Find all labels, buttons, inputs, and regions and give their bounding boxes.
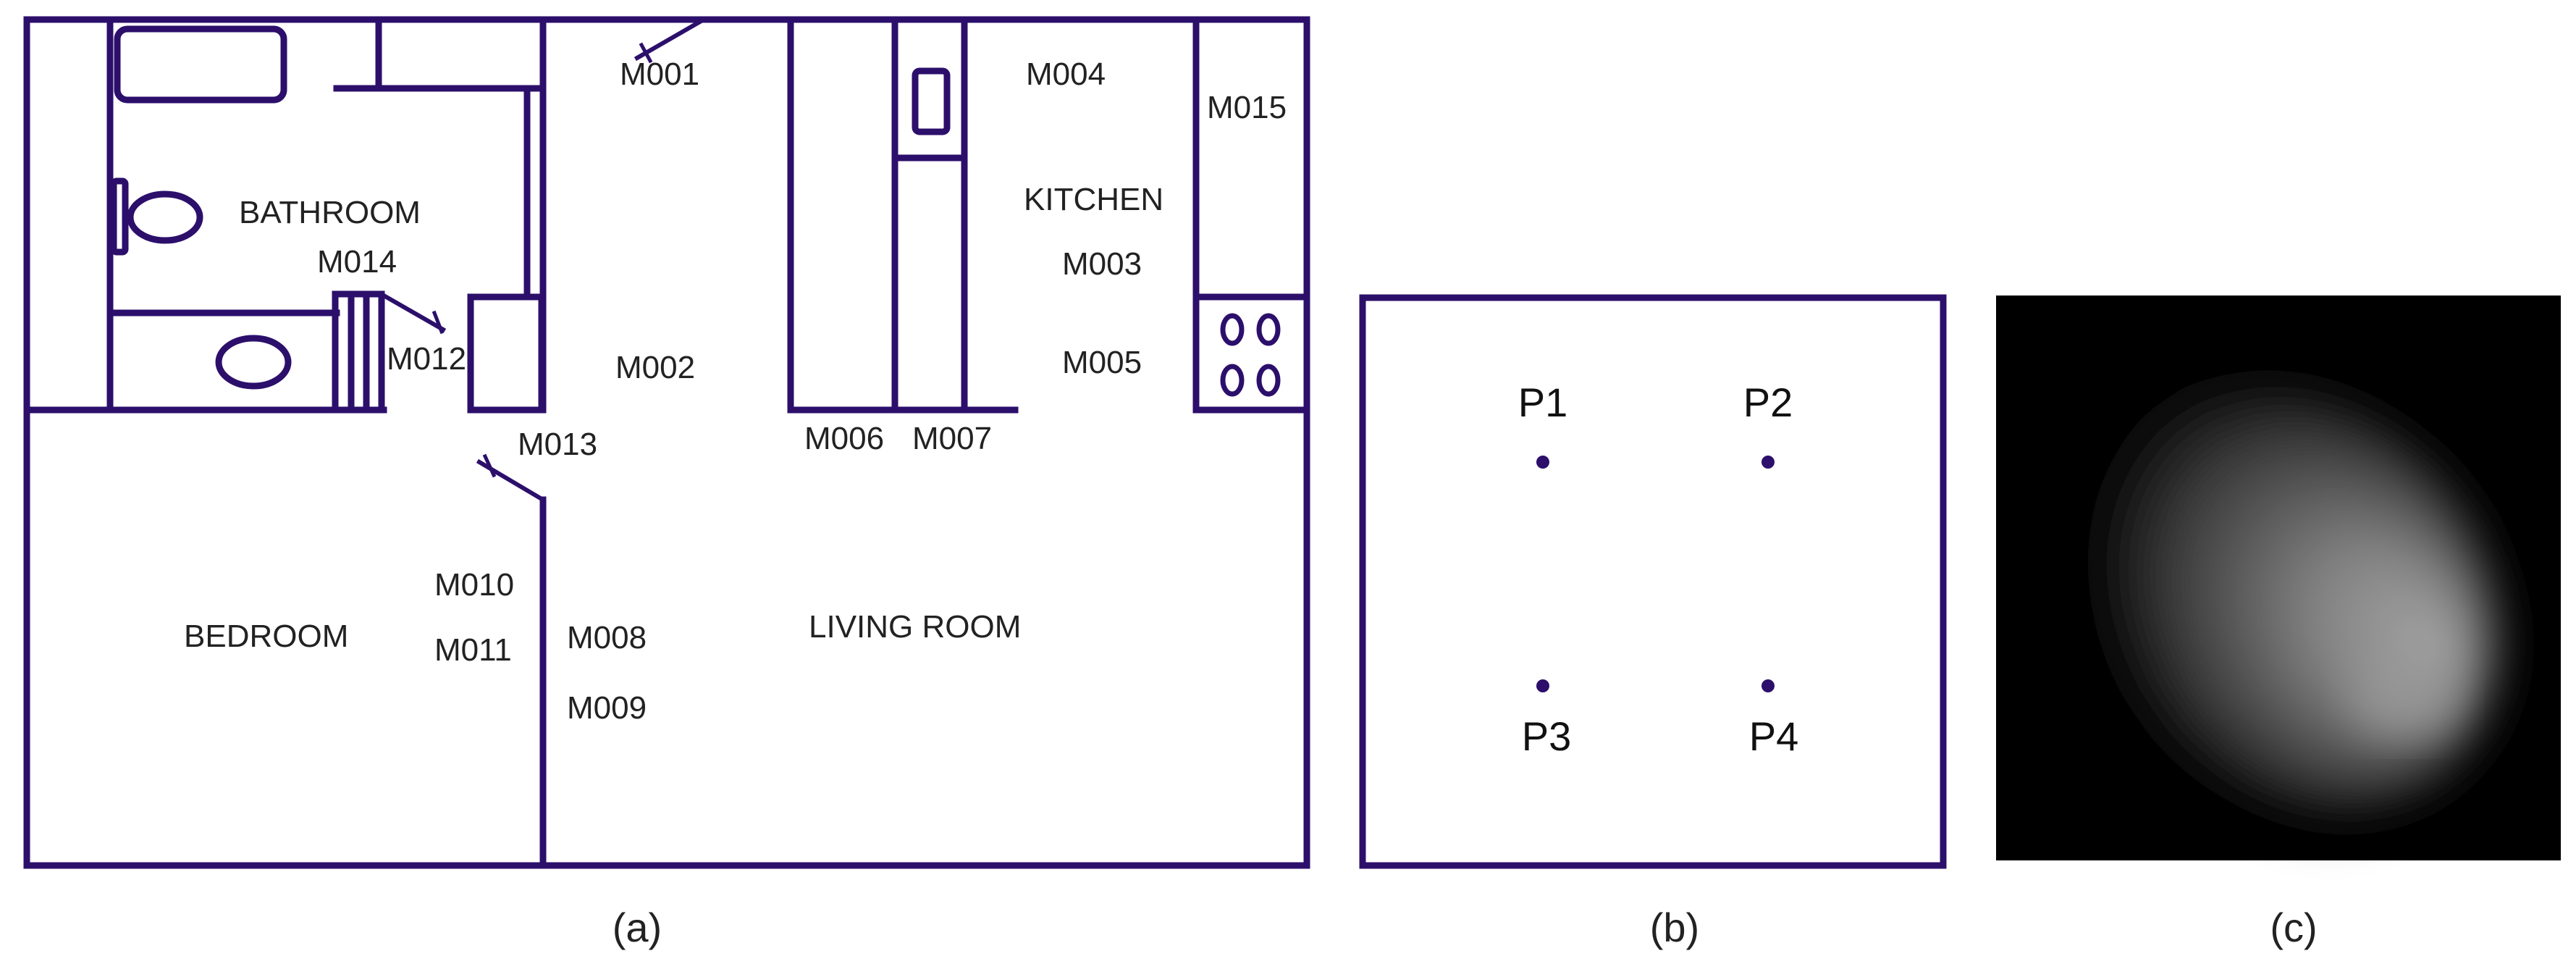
point-p4-dot — [1761, 679, 1775, 692]
sensor-label-m011: M011 — [434, 632, 512, 668]
entrance-door-tick — [639, 42, 653, 64]
sensor-label-m008: M008 — [567, 620, 647, 655]
bath-box — [467, 293, 545, 414]
point-p2-dot — [1761, 456, 1775, 469]
sensor-label-m010: M010 — [434, 567, 514, 603]
room-label-kitchen: KITCHEN — [1024, 182, 1163, 217]
caption-a: (a) — [613, 905, 662, 950]
sink — [215, 335, 292, 390]
sensor-label-m013: M013 — [518, 427, 597, 462]
sensor-label-m015: M015 — [1207, 90, 1287, 125]
heatmap-hotspot — [2353, 655, 2454, 735]
point-p3-dot — [1536, 679, 1549, 692]
outer-wall — [23, 16, 1310, 869]
point-p1-dot — [1536, 456, 1549, 469]
toilet-tank — [110, 177, 129, 256]
stove-burner — [1220, 313, 1245, 346]
sensor-label-m014: M014 — [317, 244, 397, 280]
caption-b: (b) — [1650, 905, 1699, 950]
stove-burner — [1256, 313, 1281, 346]
sensor-label-m002: M002 — [615, 350, 695, 385]
bath-cabinet — [332, 290, 385, 414]
point-label-p1: P1 — [1518, 380, 1568, 425]
kitchen-sink — [912, 67, 951, 135]
bathtub — [114, 25, 287, 104]
sensor-label-m012: M012 — [387, 341, 466, 377]
stove-burner — [1256, 364, 1281, 397]
sensor-label-m007: M007 — [912, 421, 992, 456]
sensor-label-m006: M006 — [804, 421, 884, 456]
stove-burner — [1220, 364, 1245, 397]
sensor-label-m009: M009 — [567, 690, 647, 726]
bathroom-door — [380, 292, 447, 333]
toilet-bowl — [127, 190, 203, 244]
point-label-p4: P4 — [1749, 713, 1799, 759]
point-label-p2: P2 — [1743, 380, 1793, 425]
room-label-living-room: LIVING ROOM — [809, 609, 1021, 645]
caption-c: (c) — [2270, 905, 2317, 950]
points-frame — [1359, 294, 1947, 869]
point-label-p3: P3 — [1522, 713, 1572, 759]
entrance-door — [634, 16, 707, 62]
sensor-label-m001: M001 — [620, 56, 699, 92]
heatmap-panel — [1996, 296, 2561, 860]
bathroom-door-tick — [432, 310, 445, 335]
sensor-label-m005: M005 — [1062, 345, 1142, 380]
sensor-label-m003: M003 — [1062, 246, 1142, 282]
floor-plan — [23, 16, 1310, 869]
room-label-bedroom: BEDROOM — [184, 619, 348, 654]
sensor-label-m004: M004 — [1026, 56, 1106, 92]
room-label-bathroom: BATHROOM — [239, 195, 421, 230]
bedroom-door-tick — [482, 453, 497, 478]
points-panel: P1 P2 P3 P4 — [1359, 294, 1947, 869]
